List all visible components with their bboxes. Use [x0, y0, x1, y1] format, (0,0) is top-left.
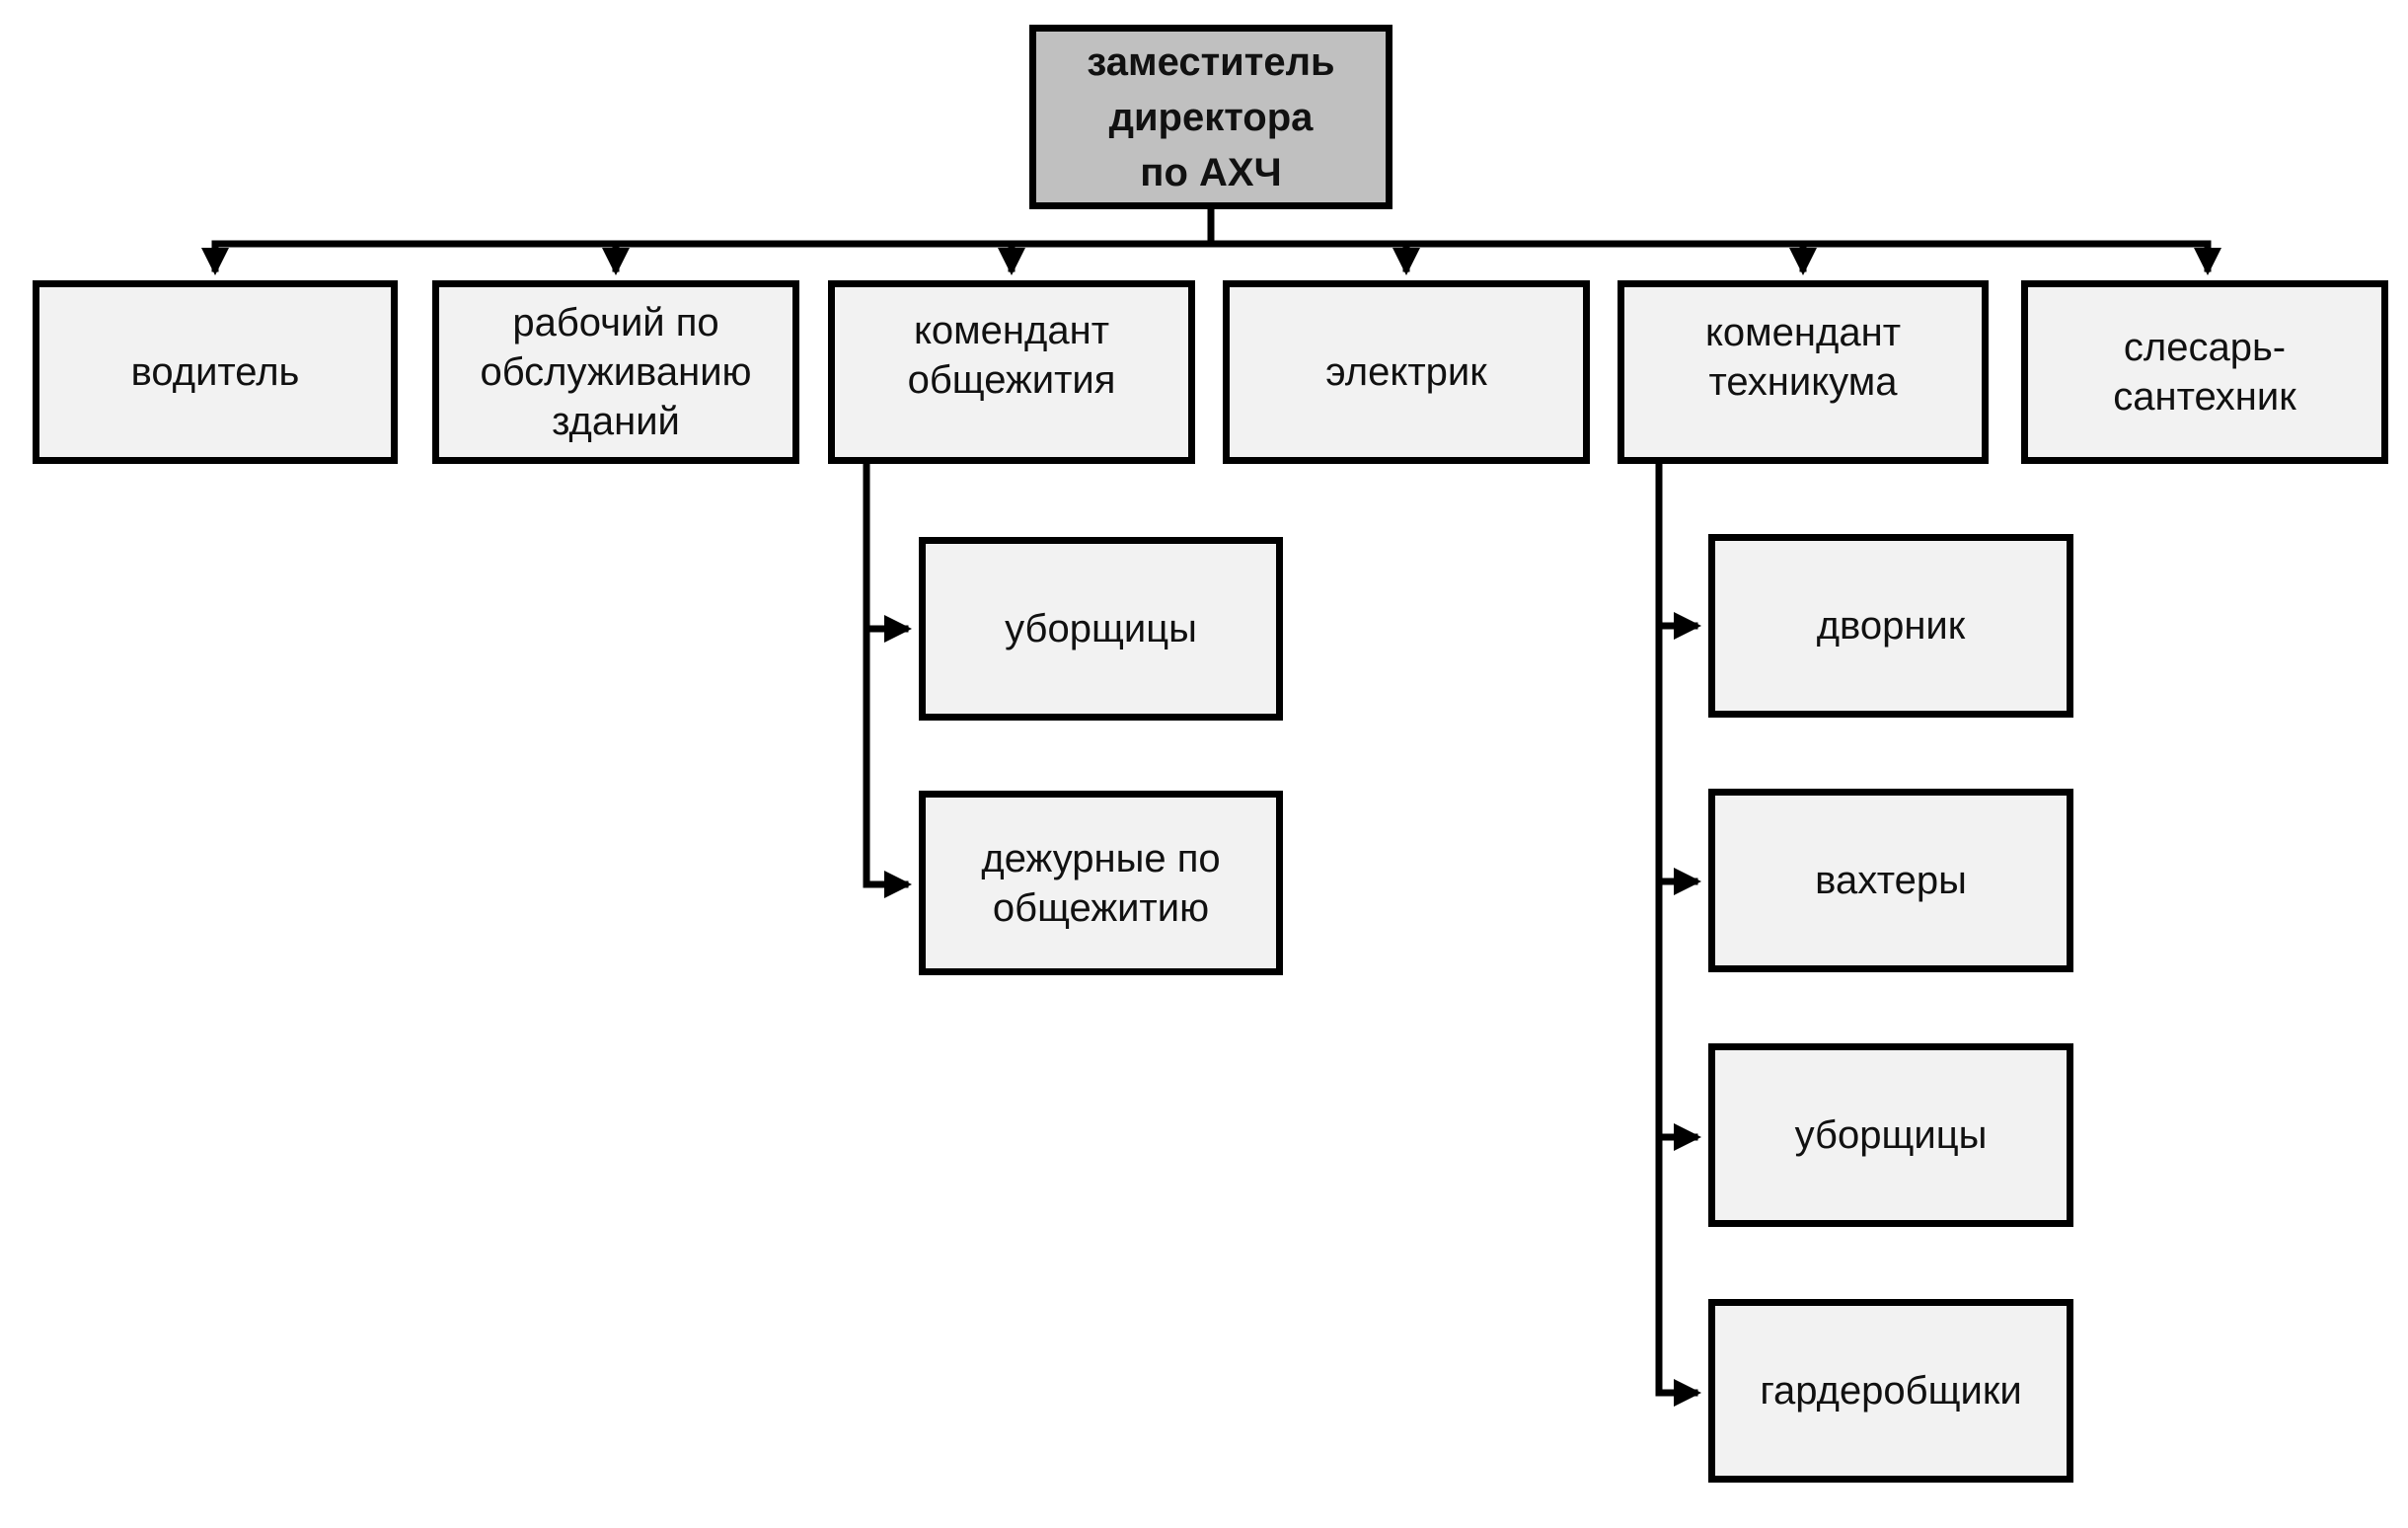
node-line: водитель — [130, 350, 300, 394]
node-line: обслуживанию — [480, 350, 752, 394]
node-line: гардеробщики — [1760, 1369, 2022, 1413]
node-text: электрик — [1325, 347, 1486, 397]
node-text: рабочий по обслуживанию зданий — [480, 298, 751, 446]
node-electrician: электрик — [1223, 280, 1590, 464]
node-text: слесарь- сантехник — [2113, 323, 2296, 421]
node-text: уборщицы — [1005, 604, 1197, 653]
node-text: уборщицы — [1795, 1110, 1988, 1160]
node-line: дежурные по — [981, 836, 1221, 880]
node-college-cleaners: уборщицы — [1708, 1043, 2073, 1227]
node-cloakroom-attendants: гардеробщики — [1708, 1299, 2073, 1483]
node-line: уборщицы — [1794, 1113, 1988, 1157]
node-line: зданий — [552, 400, 680, 443]
node-driver: водитель — [33, 280, 398, 464]
node-line: вахтеры — [1815, 859, 1967, 902]
node-dormitory-duty: дежурные по общежитию — [919, 791, 1283, 975]
node-line: заместитель — [1087, 39, 1335, 84]
node-text: комендант общежития — [908, 306, 1116, 405]
node-line: директора — [1108, 95, 1314, 139]
node-line: электрик — [1325, 350, 1487, 394]
node-dormitory-commandant: комендант общежития — [828, 280, 1195, 464]
node-line: общежитию — [992, 885, 1210, 930]
node-text: вахтеры — [1815, 856, 1967, 905]
node-dormitory-cleaners: уборщицы — [919, 537, 1283, 721]
node-text: заместитель директора по АХЧ — [1087, 35, 1334, 200]
node-line: по АХЧ — [1140, 150, 1282, 194]
node-text: дворник — [1817, 601, 1966, 650]
node-janitor: дворник — [1708, 534, 2073, 718]
node-deputy-director: заместитель директора по АХЧ — [1029, 25, 1392, 209]
node-text: гардеробщики — [1760, 1366, 2021, 1415]
node-text: комендант техникума — [1705, 308, 1901, 407]
node-watchmen: вахтеры — [1708, 789, 2073, 972]
node-line: уборщицы — [1005, 607, 1197, 650]
node-text: дежурные по общежитию — [981, 834, 1220, 933]
node-line: комендант — [913, 309, 1110, 352]
node-college-commandant: комендант техникума — [1618, 280, 1989, 464]
node-line: общежития — [907, 358, 1116, 402]
node-line: рабочий по — [512, 301, 719, 344]
node-line: дворник — [1816, 604, 1966, 648]
node-text: водитель — [131, 347, 300, 397]
node-line: слесарь- — [2123, 326, 2287, 369]
node-plumber: слесарь- сантехник — [2021, 280, 2388, 464]
node-line: комендант — [1704, 311, 1902, 354]
node-building-maintenance-worker: рабочий по обслуживанию зданий — [432, 280, 799, 464]
node-line: техникума — [1708, 360, 1898, 404]
node-line: сантехник — [2113, 375, 2296, 419]
